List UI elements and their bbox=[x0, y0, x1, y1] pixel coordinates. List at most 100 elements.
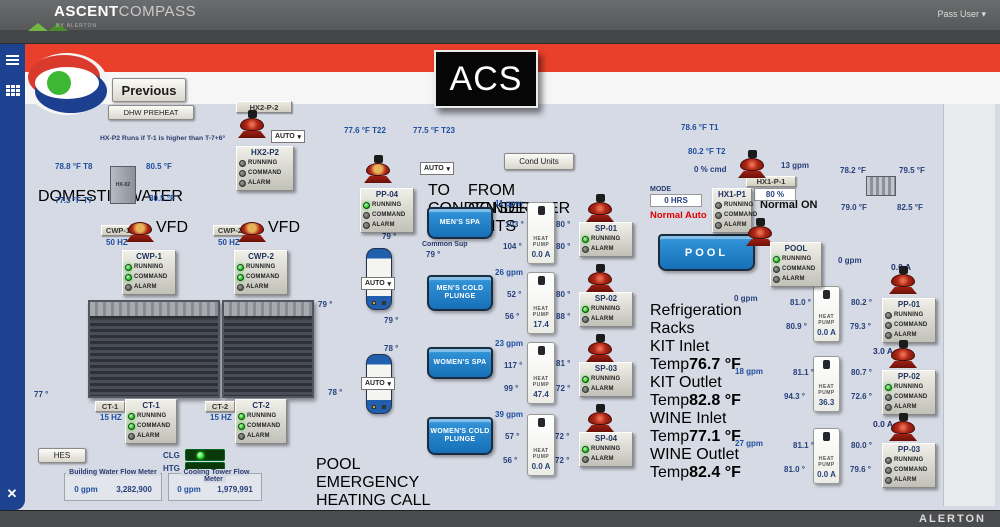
status-led bbox=[582, 455, 589, 463]
expand-icon[interactable]: ✕ bbox=[6, 486, 18, 501]
status-label: ALARM bbox=[248, 180, 271, 186]
spa1-out-bot: 80 ° bbox=[556, 242, 571, 251]
pp3-out-top: 80.0 ° bbox=[851, 441, 872, 450]
status-led bbox=[582, 375, 589, 383]
user-menu[interactable]: Pass User ▾ bbox=[937, 9, 986, 19]
status-label: ALARM bbox=[591, 246, 614, 252]
status-led bbox=[885, 476, 892, 484]
status-label: COMMAND bbox=[724, 212, 758, 218]
status-led bbox=[582, 245, 589, 253]
cwp-1-pump-icon bbox=[126, 214, 154, 242]
womens-spa-tank: WOMEN'S SPA bbox=[427, 347, 493, 379]
panel-title: PP-03 bbox=[897, 445, 921, 454]
temp-t2: 80.2 °F T2 bbox=[688, 147, 726, 156]
status-led bbox=[885, 403, 892, 411]
tower-total: 1,979,991 bbox=[217, 484, 253, 494]
pp-01-pump-icon bbox=[889, 266, 917, 294]
temp-78-left: 78 ° bbox=[328, 388, 343, 397]
status-label: COMMAND bbox=[894, 467, 928, 473]
hx2-p2-mode-select[interactable]: AUTO▾ bbox=[271, 130, 305, 143]
temp-t1: 78.6 °F T1 bbox=[681, 123, 719, 132]
status-led bbox=[885, 321, 892, 329]
status-led bbox=[582, 305, 589, 313]
mode-hours-input[interactable]: 0 HRS bbox=[650, 194, 702, 207]
pp1-out-top: 80.2 ° bbox=[851, 298, 872, 307]
spa2-out-top: 80 ° bbox=[556, 290, 571, 299]
sp-04-pump-icon bbox=[586, 404, 614, 432]
status-label: RUNNING bbox=[894, 312, 924, 318]
spa4-out-bot: 72 ° bbox=[555, 456, 570, 465]
spa2-gpm: 26 gpm bbox=[495, 268, 524, 277]
hx1-percent-input[interactable]: 80 % bbox=[754, 188, 796, 201]
status-label: RUNNING bbox=[246, 264, 276, 270]
hes-button[interactable]: HES bbox=[38, 448, 86, 463]
common-ret-temp: 79 ° bbox=[382, 232, 397, 241]
htg-label: HTG bbox=[163, 464, 180, 473]
wh-03-mode-select[interactable]: AUTO▾ bbox=[361, 277, 395, 290]
status-led bbox=[715, 221, 722, 229]
status-led bbox=[237, 263, 244, 271]
pp3-in-top: 81.1 ° bbox=[793, 441, 814, 450]
exch-in-bot: 79.0 °F bbox=[841, 203, 867, 212]
status-led bbox=[239, 159, 246, 167]
status-led bbox=[125, 263, 132, 271]
panel-title: PP-01 bbox=[897, 300, 921, 309]
exch-out-top: 79.5 °F bbox=[899, 166, 925, 175]
panel-title: SP-02 bbox=[594, 294, 618, 303]
hx1-p-1-tag[interactable]: HX1-P-1 bbox=[746, 176, 796, 187]
status-led bbox=[773, 265, 780, 273]
pp-03-pump-icon bbox=[889, 413, 917, 441]
temp-t22: 77.6 °F T22 bbox=[344, 126, 386, 135]
spa3-gpm: 23 gpm bbox=[495, 339, 524, 348]
temp-t7-out: 80.5 °F bbox=[149, 194, 175, 203]
spa3-in-bot: 99 ° bbox=[504, 384, 519, 393]
cond-mode-select[interactable]: AUTO▾ bbox=[420, 162, 454, 175]
cond-units-button[interactable]: Cond Units bbox=[504, 153, 574, 170]
ct-2-tag[interactable]: CT-2 bbox=[205, 401, 235, 412]
spa1-in-top: 103 ° bbox=[505, 220, 524, 229]
pool-pump-icon bbox=[746, 218, 774, 246]
pp-04-pump-icon bbox=[364, 155, 392, 183]
status-label: ALARM bbox=[246, 284, 269, 290]
panel-title: PP-04 bbox=[375, 190, 399, 199]
pp2-out-top: 80.7 ° bbox=[851, 368, 872, 377]
previous-button[interactable]: Previous bbox=[112, 78, 186, 102]
status-led bbox=[582, 385, 589, 393]
status-label: COMMAND bbox=[248, 170, 282, 176]
building-water-flow-meter: Building Water Flow Meter 0 gpm 3,282,90… bbox=[64, 469, 162, 501]
status-label: RUNNING bbox=[591, 446, 621, 452]
status-label: ALARM bbox=[591, 456, 614, 462]
status-label: ALARM bbox=[894, 332, 917, 338]
bottom-bar bbox=[0, 510, 1000, 527]
menu-icon[interactable] bbox=[6, 55, 19, 67]
status-led bbox=[128, 412, 135, 420]
brand-compass: COMPASS bbox=[118, 3, 197, 20]
status-led bbox=[363, 201, 370, 209]
wh-04-mode-select[interactable]: AUTO▾ bbox=[361, 377, 395, 390]
pp-03-amps: 0.0 A bbox=[873, 419, 894, 429]
dhw-preheat-button[interactable]: DHW PREHEAT bbox=[108, 105, 194, 120]
brand-ascent: ASCENT bbox=[54, 3, 119, 20]
common-sup-label: Common Sup bbox=[422, 241, 468, 248]
spa2-out-bot: 88 ° bbox=[556, 312, 571, 321]
status-label: COMMAND bbox=[137, 423, 171, 429]
status-led bbox=[125, 283, 132, 291]
apps-grid-icon[interactable] bbox=[6, 85, 20, 96]
ct-1-tag[interactable]: CT-1 bbox=[95, 401, 125, 412]
sp-02-pump-icon bbox=[586, 264, 614, 292]
temp-t8-out: 80.5 °F bbox=[146, 162, 172, 171]
status-label: ALARM bbox=[591, 316, 614, 322]
mens-spa-tank: MEN'S SPA bbox=[427, 207, 493, 239]
top-bar bbox=[0, 0, 1000, 30]
spa3-out-top: 81 ° bbox=[556, 359, 571, 368]
